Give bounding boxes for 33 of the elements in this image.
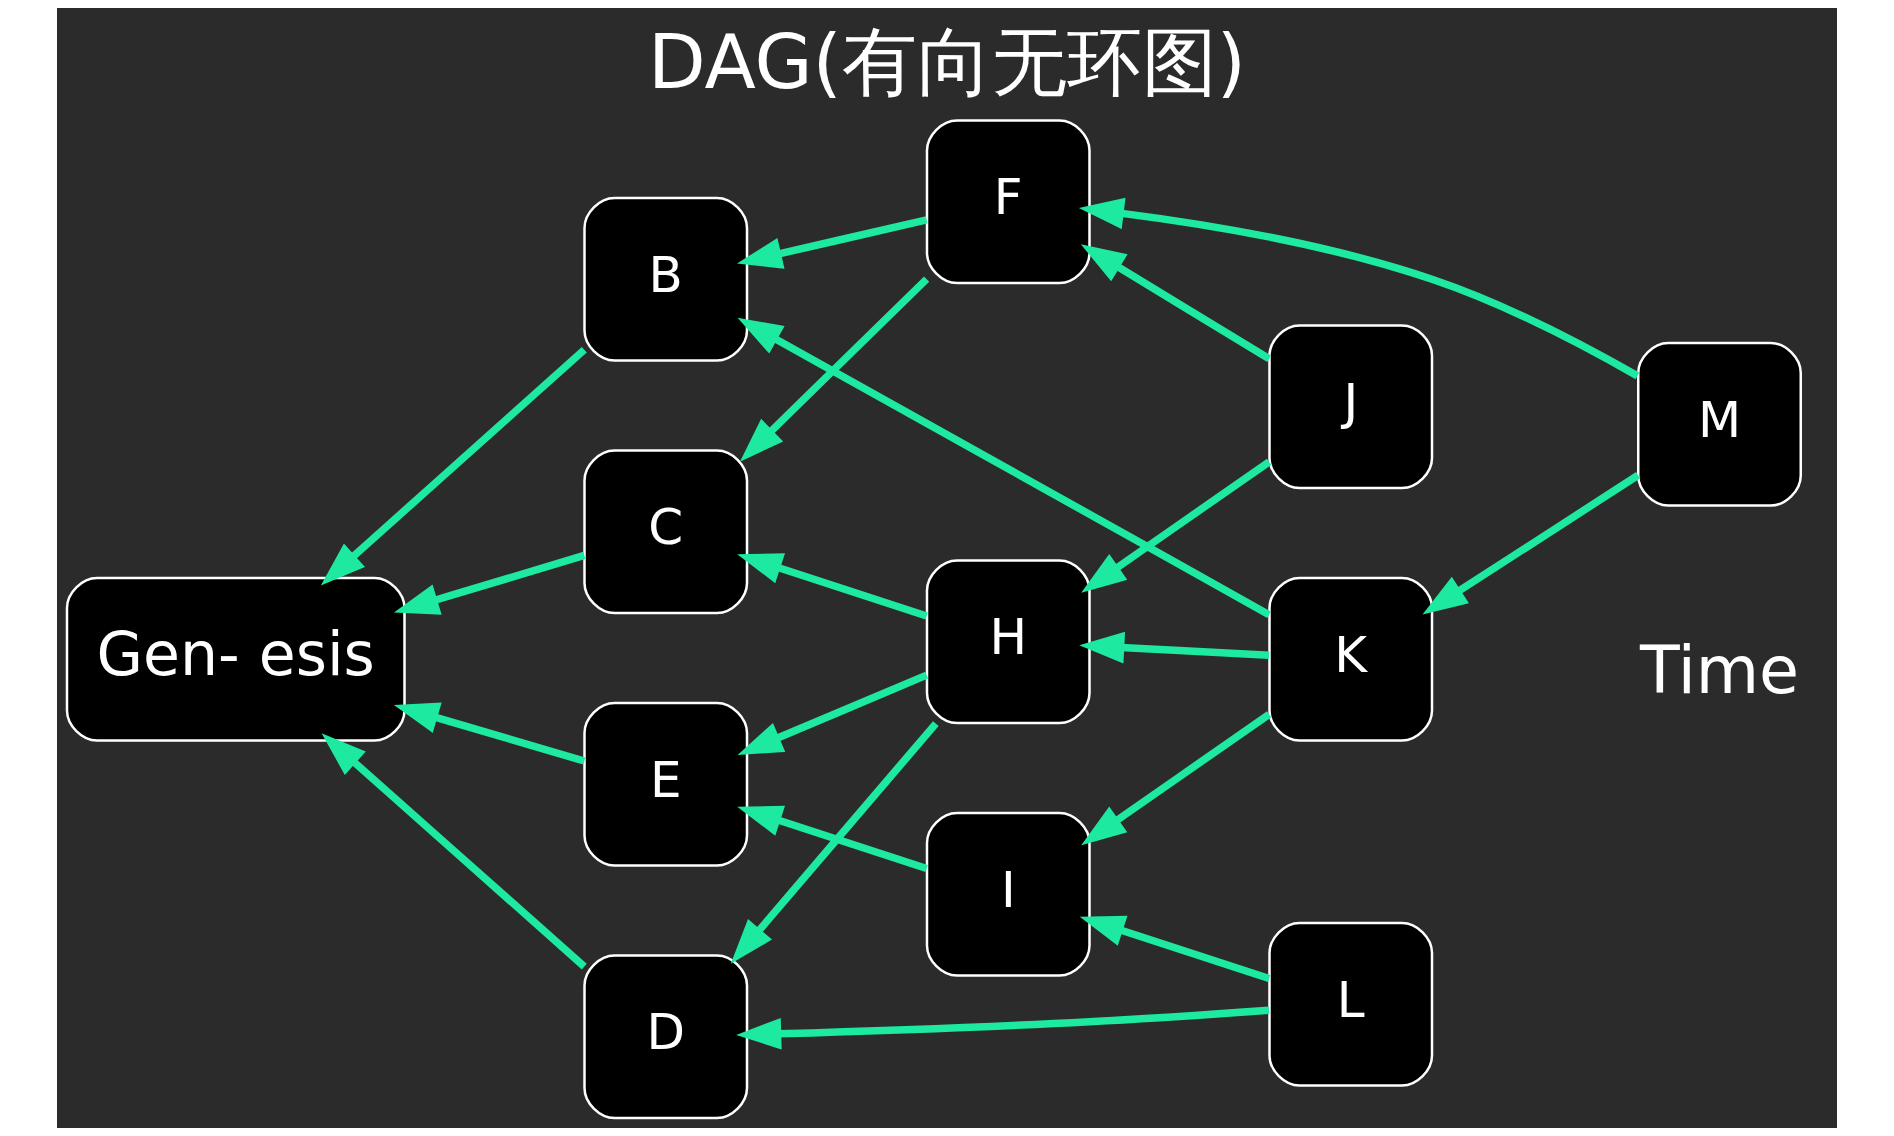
node-box: J (1268, 324, 1434, 490)
node-box: F (925, 119, 1091, 285)
node-box: Gen- esis (65, 576, 406, 742)
arrow (730, 721, 939, 964)
arrow (737, 317, 1271, 619)
node-box: H (925, 559, 1091, 725)
arrow (1080, 244, 1272, 362)
arrow (737, 805, 928, 872)
arrow (739, 276, 930, 462)
arrow (737, 553, 928, 620)
node-box: C (583, 449, 749, 615)
node-box: K (1268, 576, 1434, 742)
label: Time (1639, 632, 1800, 708)
arrow (1078, 197, 1640, 380)
arrow (1081, 711, 1272, 846)
arrow (1081, 458, 1272, 593)
arrow (321, 733, 587, 970)
node-box: B (583, 196, 749, 362)
arrow (737, 671, 929, 755)
node-box: I (925, 811, 1091, 977)
node-box: L (1268, 921, 1434, 1087)
node-box: E (583, 701, 749, 867)
arrow (1422, 472, 1641, 615)
node-box: D (583, 954, 749, 1120)
arrow (1079, 631, 1270, 664)
arrow (1079, 915, 1271, 982)
arrow (737, 216, 928, 269)
diagram-title: DAG(有向无环图) (647, 18, 1247, 106)
node-box: M (1637, 341, 1802, 507)
arrow (393, 551, 586, 615)
arrow (393, 702, 586, 765)
arrow (736, 1006, 1270, 1050)
arrow (320, 347, 587, 586)
